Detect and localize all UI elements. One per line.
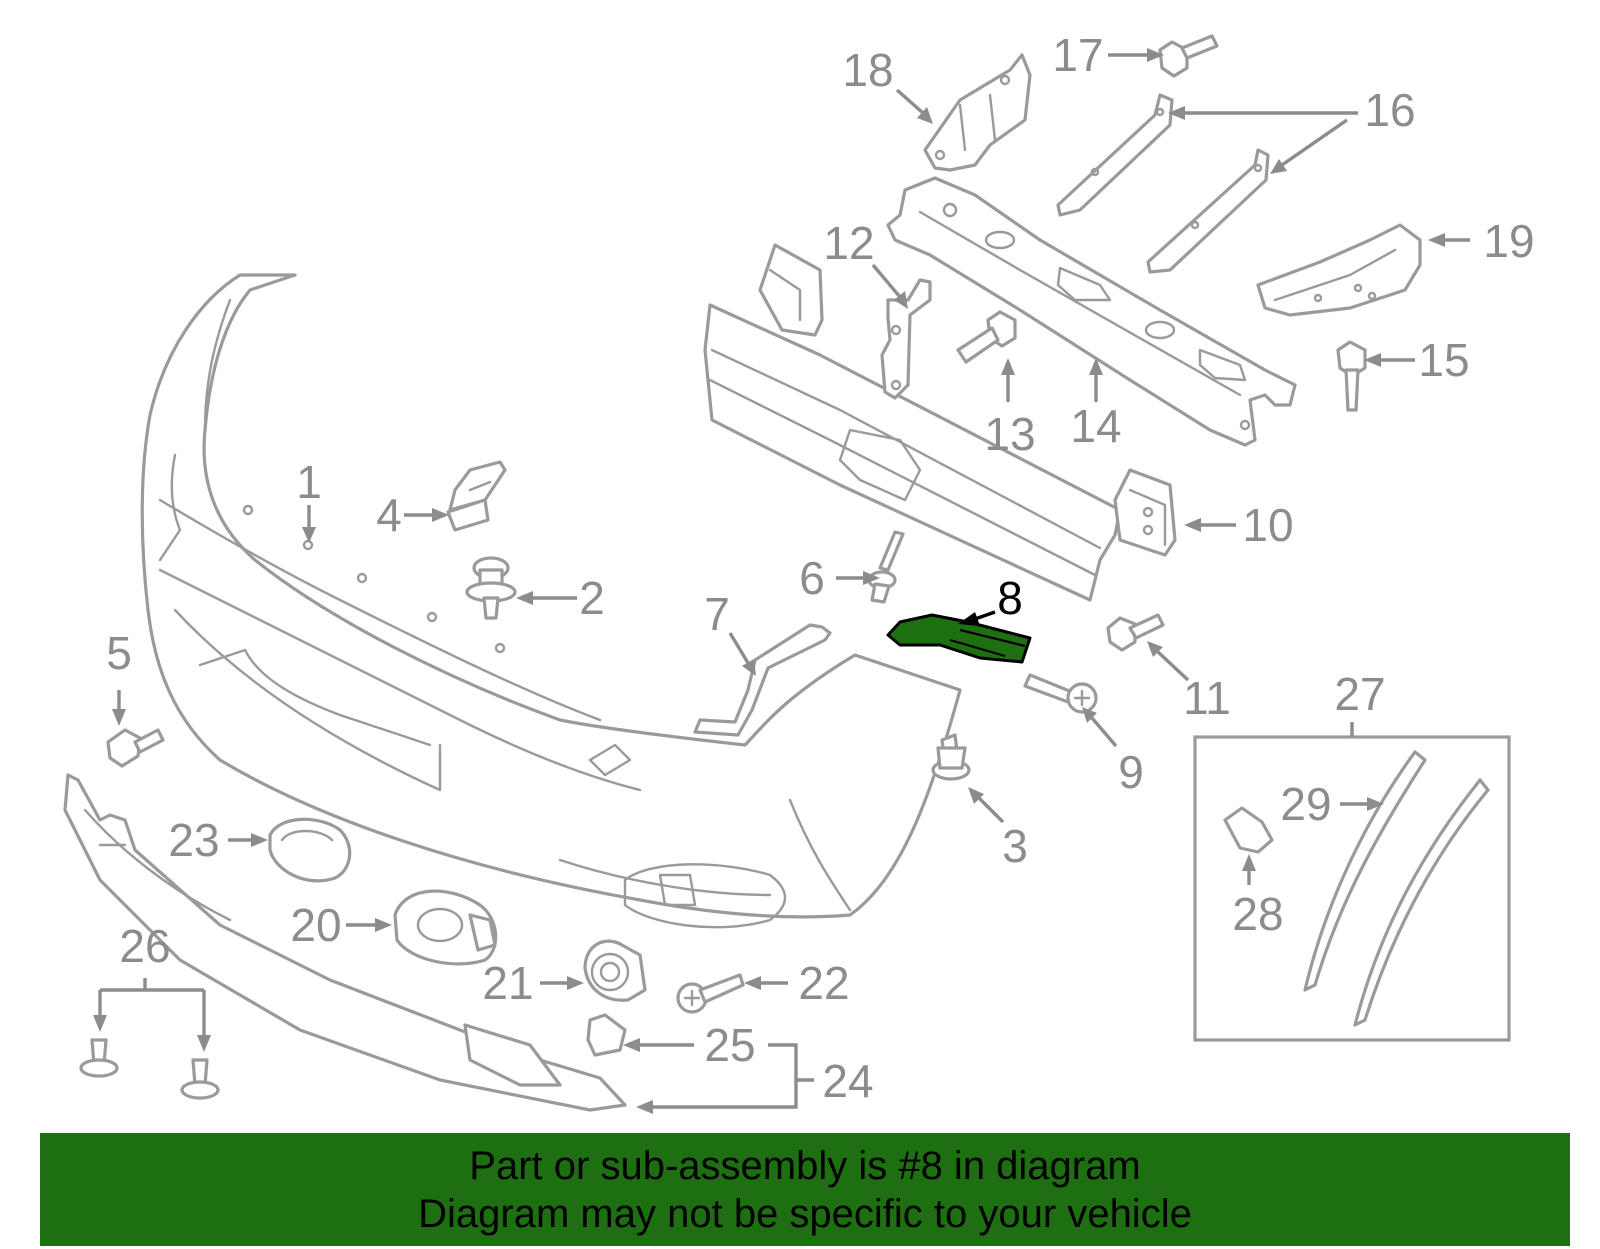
bolt-13-part <box>956 310 1017 364</box>
callout-labels: 1 2 3 4 5 6 7 8 9 10 11 12 13 14 15 16 1… <box>106 29 1534 1107</box>
retainer-clip-part <box>931 733 971 781</box>
callout-10: 10 <box>1242 499 1293 551</box>
clip-26-part <box>79 1038 220 1100</box>
bracket-strip-7-part <box>693 623 832 737</box>
callout-4: 4 <box>376 489 402 541</box>
callout-26: 26 <box>119 920 170 972</box>
bolt-5-part <box>106 728 165 768</box>
callout-29: 29 <box>1280 778 1331 830</box>
screw-22-part <box>676 973 745 1014</box>
upper-support-14-part <box>886 176 1297 447</box>
callout-16: 16 <box>1364 84 1415 136</box>
bracket-18-part <box>923 53 1032 172</box>
highlighted-bracket-8-part <box>886 613 1032 664</box>
info-banner: Part or sub-assembly is #8 in diagram Di… <box>40 1133 1570 1246</box>
bracket-12-part <box>880 278 932 400</box>
bumper-cover-part <box>140 273 962 929</box>
callout-5: 5 <box>106 627 132 679</box>
brace-16-part <box>1056 93 1270 274</box>
lower-deflector-24-part <box>63 773 627 1112</box>
clip-25-part <box>586 1013 627 1057</box>
leader-lines <box>93 48 1470 1114</box>
rivet-6-part <box>867 530 905 604</box>
callout-22: 22 <box>798 957 849 1009</box>
clip-28-part <box>1223 806 1274 854</box>
callout-9: 9 <box>1118 746 1144 798</box>
bolt-15-part <box>1336 340 1367 412</box>
callout-25: 25 <box>704 1019 755 1071</box>
bezel-23-part <box>268 817 352 883</box>
callout-27: 27 <box>1334 668 1385 720</box>
callout-15: 15 <box>1418 334 1469 386</box>
callout-18: 18 <box>842 44 893 96</box>
parts-diagram: 1 2 3 4 5 6 7 8 9 10 11 12 13 14 15 16 1… <box>63 29 1535 1114</box>
callout-17: 17 <box>1052 29 1103 81</box>
callout-20: 20 <box>290 899 341 951</box>
callout-2: 2 <box>579 572 605 624</box>
callout-11: 11 <box>1183 672 1231 724</box>
callout-21: 21 <box>482 957 533 1009</box>
callout-3: 3 <box>1002 820 1028 872</box>
callout-14: 14 <box>1070 400 1121 452</box>
bracket-4-part <box>446 460 507 532</box>
callout-24: 24 <box>822 1055 873 1107</box>
molding-29-part <box>1303 750 1490 1027</box>
banner-line-2: Diagram may not be specific to your vehi… <box>418 1191 1192 1236</box>
bracket-19-part <box>1256 223 1422 317</box>
callout-13: 13 <box>984 408 1035 460</box>
bolt-17-part <box>1158 34 1219 78</box>
callout-7: 7 <box>704 588 730 640</box>
fog-bezel-20-part <box>393 889 498 966</box>
banner-line-1: Part or sub-assembly is #8 in diagram <box>469 1143 1141 1188</box>
callout-28: 28 <box>1232 888 1283 940</box>
fog-lamp-21-part <box>583 939 647 1002</box>
callout-1: 1 <box>296 456 322 508</box>
bolt-11-part <box>1106 613 1165 652</box>
reinforcement-beam-10-part <box>703 243 1177 602</box>
callout-6: 6 <box>799 552 825 604</box>
callout-23: 23 <box>168 814 219 866</box>
push-clip-part <box>465 556 517 620</box>
screw-9-part <box>1023 673 1098 714</box>
callout-8-highlighted: 8 <box>997 572 1023 624</box>
callout-19: 19 <box>1483 215 1534 267</box>
callout-12: 12 <box>823 217 874 269</box>
